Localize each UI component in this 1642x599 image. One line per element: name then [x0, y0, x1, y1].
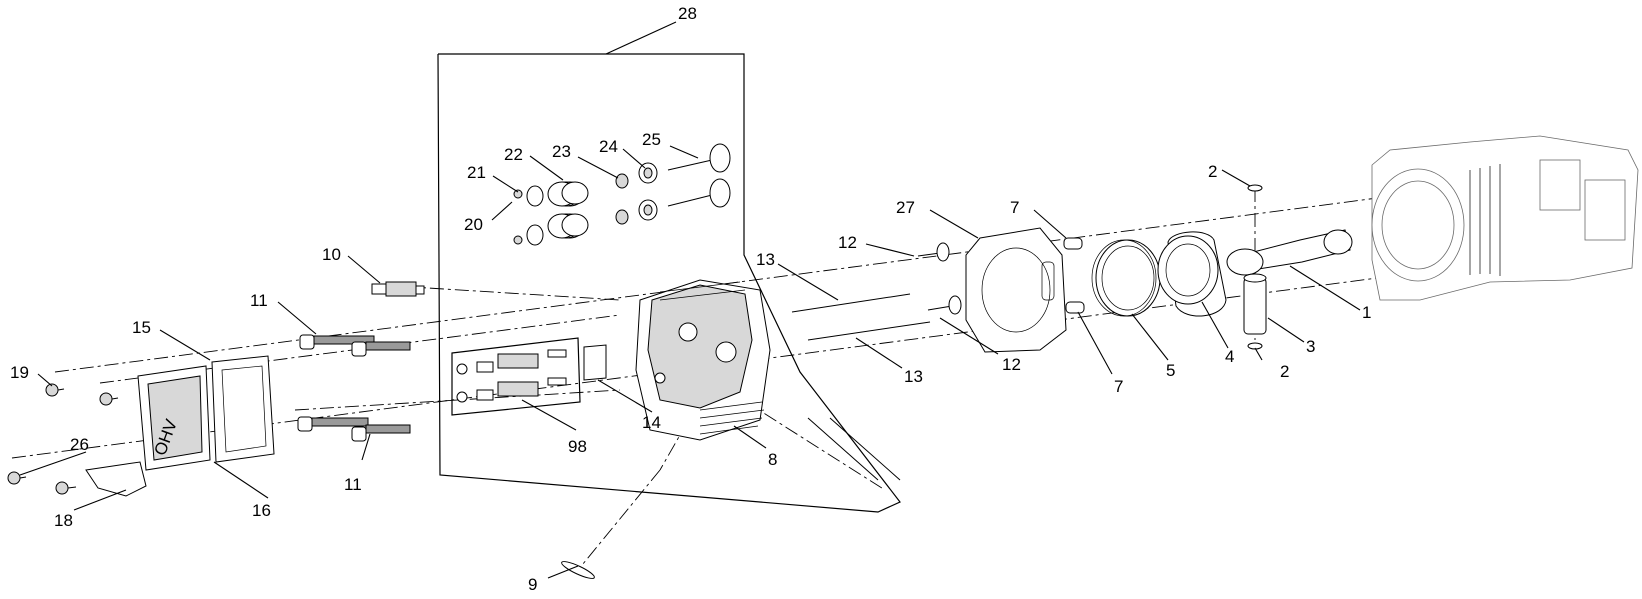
head-bolt-upper-a — [299, 334, 375, 350]
gasket-9 — [561, 561, 595, 579]
cover-bolt-26b — [55, 481, 77, 495]
tappet-lower — [927, 295, 962, 315]
crankcase-block — [1371, 135, 1639, 301]
callout-19: 19 — [10, 363, 29, 382]
push-rod-upper — [791, 293, 911, 313]
valve-spring-lower — [547, 213, 589, 239]
cover-bolt-26 — [7, 471, 27, 485]
callout-8: 8 — [768, 450, 777, 469]
callout-15: 15 — [132, 318, 151, 337]
callout-98: 98 — [568, 437, 587, 456]
callout-5: 5 — [1166, 361, 1175, 380]
callout-13-bottom: 13 — [904, 367, 923, 386]
piston-ring-set — [1091, 239, 1161, 317]
callout-4: 4 — [1225, 347, 1234, 366]
callout-28: 28 — [678, 4, 697, 23]
callout-2-bottom: 2 — [1280, 362, 1289, 381]
head-bolt-lower-a — [297, 416, 369, 432]
callout-12-bottom: 12 — [1002, 355, 1021, 374]
tappet-upper — [917, 242, 950, 262]
rocker-arm-kit-box — [451, 337, 581, 416]
cover-bolt-19 — [45, 383, 65, 397]
connecting-rod — [1226, 229, 1353, 276]
callout-7-top: 7 — [1010, 198, 1019, 217]
callout-27: 27 — [896, 198, 915, 217]
piston-pin-clip-upper — [1247, 184, 1263, 192]
callout-16: 16 — [252, 501, 271, 520]
callout-23: 23 — [552, 142, 571, 161]
head-bolt-lower-b — [351, 424, 411, 442]
callout-2-top: 2 — [1208, 162, 1217, 181]
callout-9: 9 — [528, 575, 537, 594]
callout-11-top: 11 — [250, 291, 268, 310]
head-gasket — [965, 227, 1067, 353]
callout-22: 22 — [504, 145, 523, 164]
valve-cover: OHV — [137, 365, 211, 471]
callout-20: 20 — [464, 215, 483, 234]
cover-bolt-19b — [99, 392, 119, 406]
push-rod-guide-plate — [583, 344, 607, 381]
valve-spring-upper — [547, 181, 589, 207]
callout-25: 25 — [642, 130, 661, 149]
callout-14: 14 — [642, 413, 661, 432]
spark-plug — [371, 281, 425, 297]
dowel-pin-lower — [1065, 301, 1085, 314]
valve-assembly-upper — [513, 143, 731, 207]
leader-lines — [19, 21, 1361, 579]
cylinder-head — [635, 279, 771, 441]
callout-1: 1 — [1362, 303, 1371, 322]
dowel-pin-upper — [1063, 237, 1083, 250]
callout-26: 26 — [70, 435, 89, 454]
callout-7-bottom: 7 — [1114, 377, 1123, 396]
head-bolt-upper-b — [351, 341, 411, 357]
valve-assembly-lower — [513, 178, 731, 246]
callout-21: 21 — [467, 163, 486, 182]
callout-13-top: 13 — [756, 250, 775, 269]
piston-pin — [1243, 273, 1267, 335]
callout-11-bottom: 11 — [344, 475, 362, 494]
callout-10: 10 — [322, 245, 341, 264]
cylinder-head-kit-outline — [437, 53, 901, 513]
push-rod-lower — [807, 321, 931, 341]
head-stud-a — [807, 417, 879, 481]
valve-cover-gasket — [211, 355, 275, 463]
piston — [1157, 231, 1227, 317]
cooling-fins — [659, 281, 765, 435]
callout-labels: 28 25 24 23 22 21 20 2 27 7 12 13 10 11 … — [10, 4, 1371, 594]
head-stud-b — [829, 417, 901, 481]
callout-12-top: 12 — [838, 233, 857, 252]
bracket — [85, 461, 147, 497]
callout-18: 18 — [54, 511, 73, 530]
callout-24: 24 — [599, 137, 618, 156]
callout-3: 3 — [1306, 337, 1315, 356]
